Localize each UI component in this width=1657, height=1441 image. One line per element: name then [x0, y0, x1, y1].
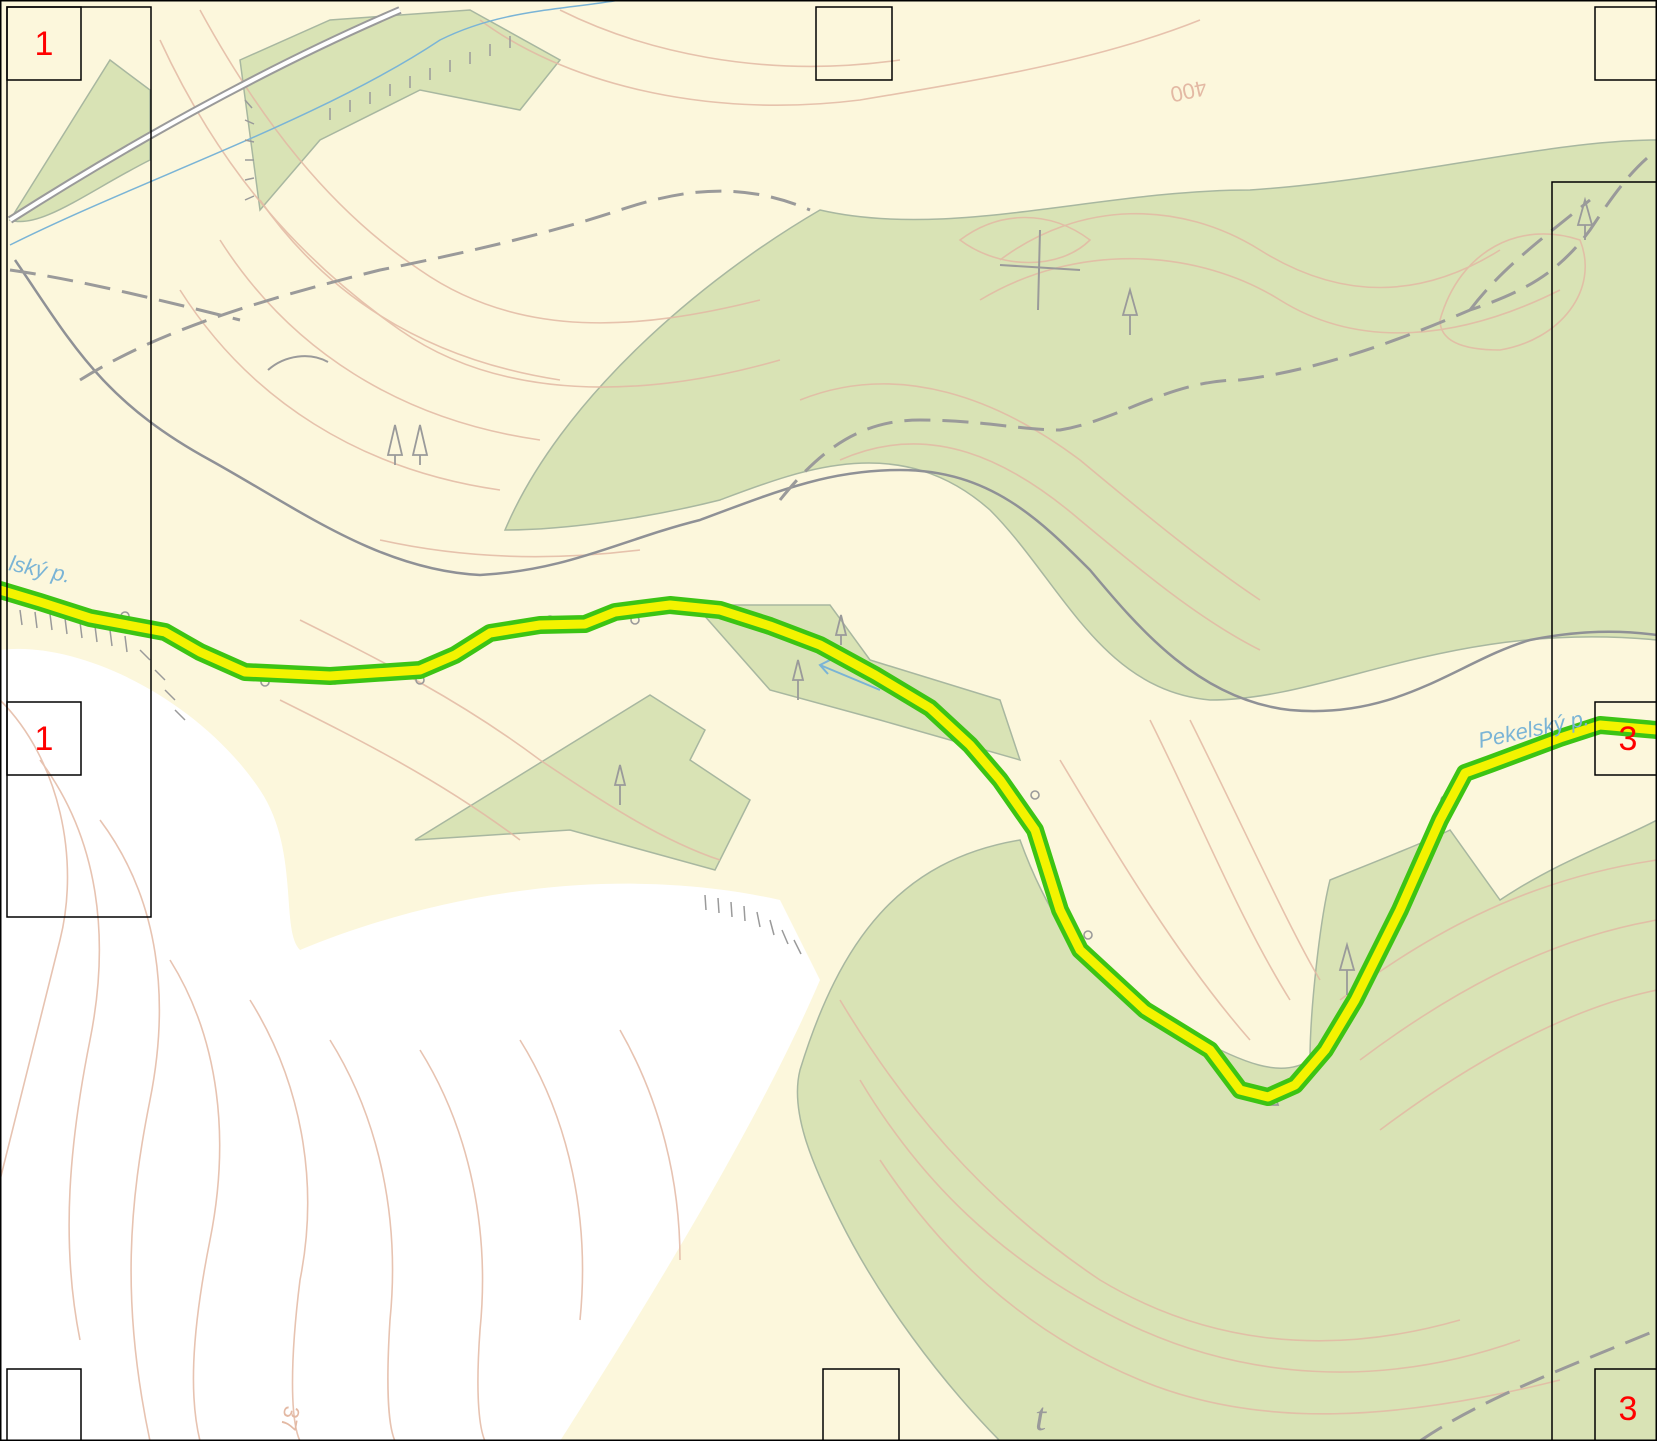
frame-box-top-center: [815, 6, 893, 81]
forest-patch-mid: [414, 694, 751, 871]
forest-road-north: [13, 259, 1657, 713]
dashed-paths: [9, 148, 1657, 1441]
frame-label-top-left: 1: [35, 25, 54, 63]
frame-box-top-left: [6, 6, 82, 81]
frame-box-bottom-left: [6, 1368, 82, 1441]
frame-box-bottom-right: [1594, 1368, 1657, 1441]
contour-lines: [0, 9, 1657, 1441]
water-flow-arrow-icon: [818, 659, 881, 691]
frame-box-right-mid: [1594, 701, 1657, 776]
quarry-icon: [267, 355, 329, 371]
survey-cross-icon: [999, 229, 1081, 311]
hiking-route[interactable]: [0, 581, 1657, 1106]
railway-line: [7, 6, 402, 224]
creek-top: [9, 0, 621, 246]
cliff-hatching: [19, 36, 802, 955]
frame-box-bottom-center: [822, 1368, 900, 1441]
conifer-tree-icons: [386, 196, 1594, 1106]
tracks: [13, 259, 1657, 713]
contour-tick-label: t: [1035, 1394, 1047, 1439]
forest-patch-south: [796, 819, 1657, 1441]
frame-box-mid-left: [6, 701, 82, 776]
frame-label-bottom-right: 3: [1619, 1390, 1638, 1428]
open-land-area: [0, 648, 820, 1441]
frame-label-right-mid: 3: [1619, 720, 1638, 758]
frame-label-mid-left: 1: [35, 720, 54, 758]
forest-patch-northwest: [8, 58, 151, 223]
frame-box-top-right: [1594, 6, 1657, 81]
contour-label-bottom: 37: [276, 1404, 305, 1432]
